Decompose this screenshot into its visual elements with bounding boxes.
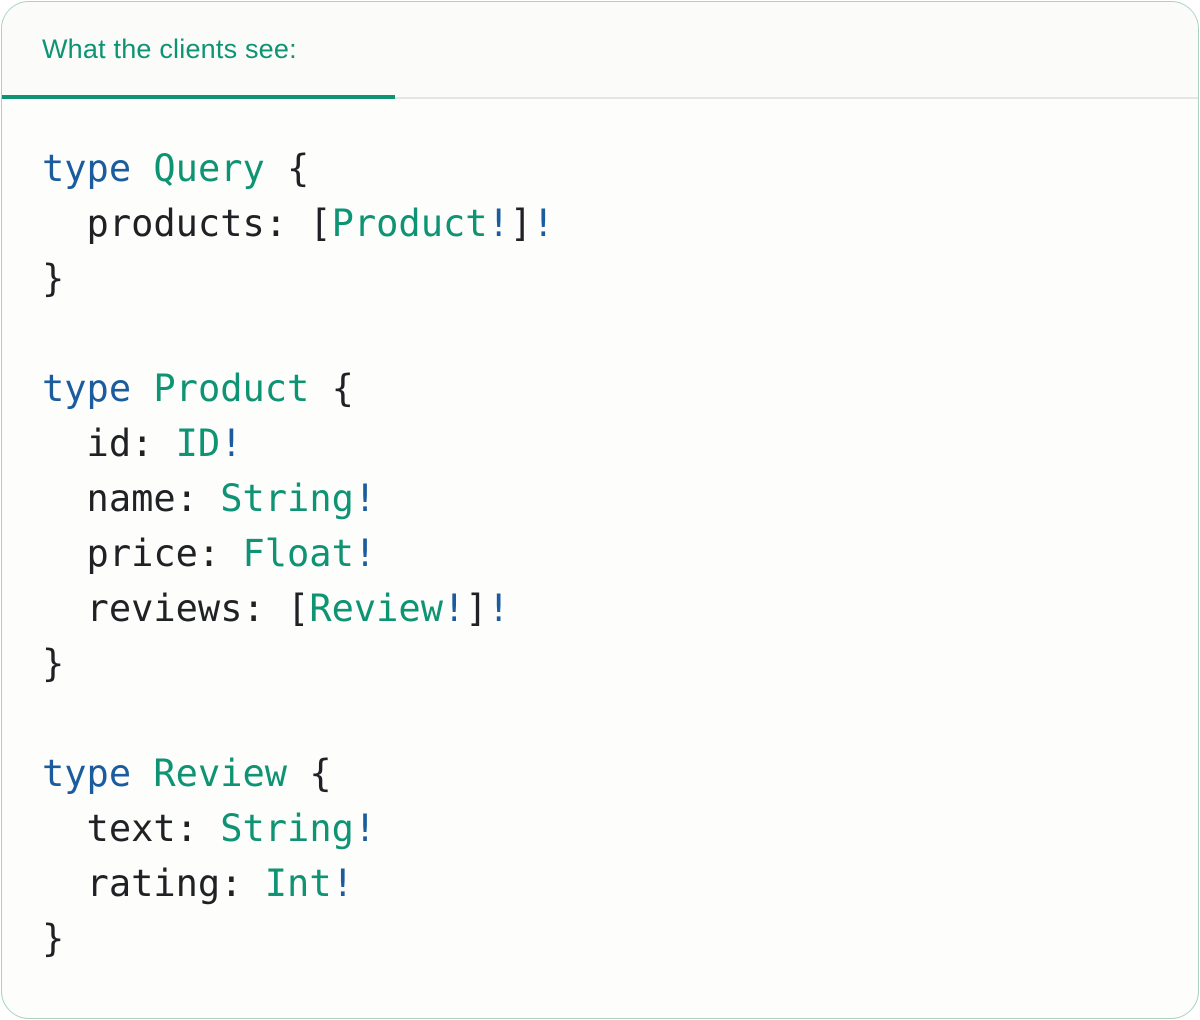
code-line (42, 306, 1158, 361)
code-line: } (42, 636, 1158, 691)
code-token: Int (264, 862, 332, 905)
code-token: ] (465, 587, 488, 630)
code-token: ! (442, 587, 466, 630)
tab-label: What the clients see: (42, 34, 297, 64)
code-token: ! (331, 862, 354, 905)
code-token: { (287, 752, 332, 795)
code-line: name: String! (42, 471, 1158, 526)
code-token (131, 147, 153, 190)
code-token: ID (175, 422, 221, 465)
code-token: ! (487, 202, 510, 245)
code-line: type Query { (42, 141, 1158, 196)
code-line: text: String! (42, 801, 1158, 856)
code-token: String (220, 477, 354, 520)
code-token: ! (353, 807, 377, 850)
code-token: type (42, 367, 132, 410)
code-token: Float (242, 532, 354, 575)
code-line: id: ID! (42, 416, 1158, 471)
tab-bar: What the clients see: (2, 2, 1198, 99)
code-token: { (309, 367, 354, 410)
code-token: price: (42, 532, 243, 575)
tab-what-clients-see[interactable]: What the clients see: (2, 2, 395, 99)
code-token: type (42, 147, 132, 190)
code-token: ! (353, 477, 377, 520)
code-token: ! (220, 422, 243, 465)
code-token: rating: (42, 862, 265, 905)
code-token: ] (509, 202, 533, 245)
code-token: ! (487, 587, 510, 630)
code-line: type Product { (42, 361, 1158, 416)
code-token: products: [ (42, 202, 332, 245)
code-token: } (42, 257, 65, 300)
code-token: Product (153, 367, 310, 410)
code-token: text: (42, 807, 221, 850)
code-token: } (42, 917, 65, 960)
code-token: } (42, 642, 65, 685)
code-token: reviews: [ (42, 587, 310, 630)
code-line: products: [Product!]! (42, 196, 1158, 251)
code-line (42, 691, 1158, 746)
code-token: ! (353, 532, 377, 575)
code-token: name: (42, 477, 221, 520)
code-token: Product (331, 202, 488, 245)
code-token: { (264, 147, 310, 190)
code-line: } (42, 251, 1158, 306)
code-token: id: (42, 422, 176, 465)
code-line: } (42, 911, 1158, 966)
code-token: Review (309, 587, 443, 630)
code-token: Query (153, 147, 265, 190)
code-token (131, 367, 153, 410)
code-line: type Review { (42, 746, 1158, 801)
code-token: Review (153, 752, 288, 795)
code-line: rating: Int! (42, 856, 1158, 911)
active-tab-underline (2, 95, 395, 99)
code-token: type (42, 752, 132, 795)
code-line: reviews: [Review!]! (42, 581, 1158, 636)
code-token: ! (532, 202, 555, 245)
code-line: price: Float! (42, 526, 1158, 581)
code-token: String (220, 807, 354, 850)
code-token (131, 752, 153, 795)
graphql-schema-code-block: type Query { products: [Product!]!}type … (2, 99, 1198, 966)
